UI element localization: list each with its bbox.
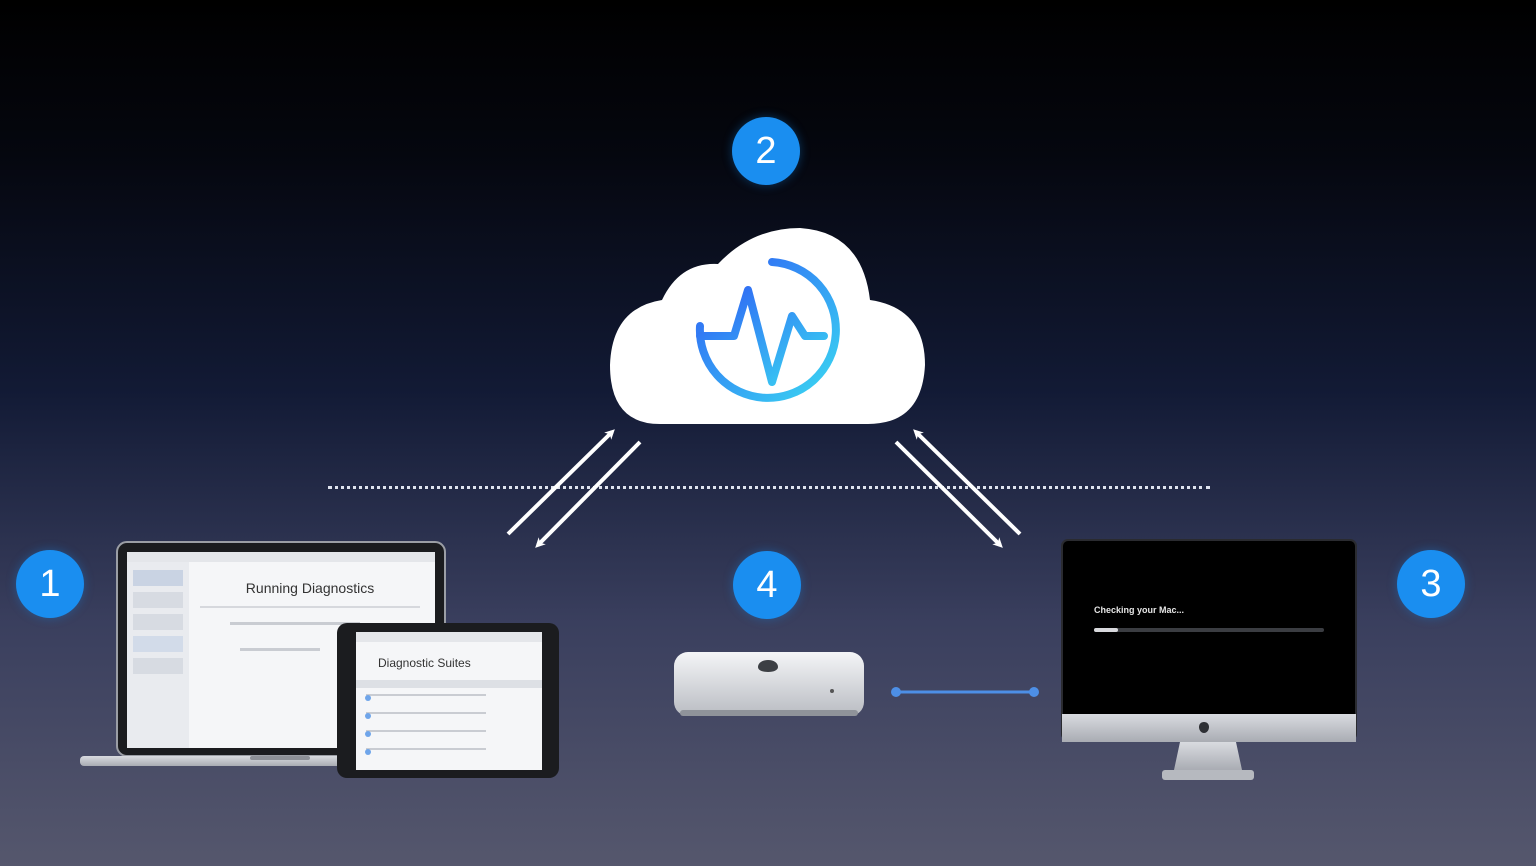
tablet-heading: Diagnostic Suites [378,656,471,670]
arrow-up-right [913,429,1022,536]
badge-4: 4 [733,551,801,619]
badge-1: 1 [16,550,84,618]
arrow-up-left [506,429,615,536]
arrow-down-right [894,440,1003,548]
pulse-icon [695,258,840,402]
dotted-divider [328,486,1210,489]
imac-status-text: Checking your Mac... [1094,605,1185,615]
cloud-diagnostics-icon [610,228,925,424]
laptop-heading: Running Diagnostics [245,580,375,596]
apple-logo-icon [758,660,778,672]
imac-computer [1061,539,1357,780]
badge-3: 3 [1397,550,1465,618]
badge-2: 2 [732,117,800,185]
mac-mini [674,652,864,716]
ipad-tablet [337,623,559,778]
arrow-down-left [535,440,642,548]
